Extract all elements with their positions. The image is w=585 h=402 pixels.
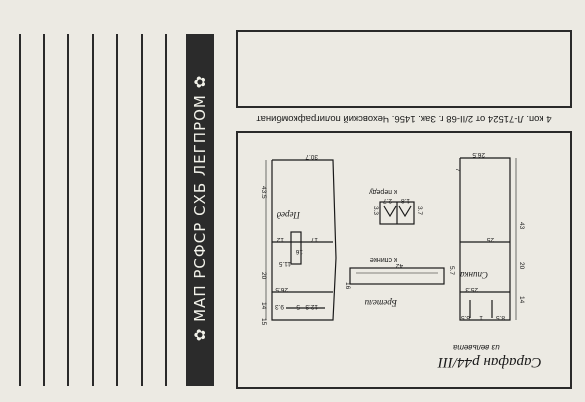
dim-front-g: 12.3 bbox=[305, 303, 318, 310]
dim-facing-d: 1.8 bbox=[401, 197, 410, 204]
dim-back-i: 1 bbox=[479, 314, 483, 321]
dim-back-f: 14 bbox=[518, 296, 525, 304]
dim-strap-width: 5.7 bbox=[448, 266, 455, 275]
ruled-line bbox=[116, 34, 118, 386]
to-back-label: к спинке bbox=[370, 256, 397, 263]
dim-front-top: 30.7 bbox=[305, 153, 318, 160]
back-piece-outline bbox=[459, 157, 511, 321]
front-label: Перед bbox=[276, 210, 301, 220]
dim-strap-length: 42 bbox=[395, 262, 403, 269]
strap-piece bbox=[349, 267, 445, 285]
ruled-line bbox=[67, 34, 69, 386]
dim-back-top: 26.5 bbox=[472, 151, 485, 158]
ruled-line bbox=[141, 34, 143, 386]
dim-back-e: 25.3 bbox=[465, 286, 478, 293]
dim-front-i: 9.3 bbox=[275, 303, 284, 310]
back-label: Спинка bbox=[460, 270, 488, 280]
to-front-label: к переду bbox=[369, 188, 397, 195]
dim-back-d: 20 bbox=[518, 262, 525, 270]
publisher-band bbox=[186, 34, 214, 386]
dim-front-j: 14 bbox=[260, 302, 267, 310]
dim-facing-b: 3.3 bbox=[372, 206, 379, 215]
dim-back-b: 43 bbox=[518, 222, 525, 230]
dim-front-e: 26.5 bbox=[275, 286, 288, 293]
dim-front-d: 11.5 bbox=[278, 260, 291, 267]
dim-back-c: 25 bbox=[486, 236, 494, 243]
dim-strap-height: 16 bbox=[344, 282, 351, 290]
dim-front-k: 15 bbox=[260, 318, 267, 326]
ruled-line bbox=[19, 34, 21, 386]
dim-front-h: 5 bbox=[296, 303, 300, 310]
dim-back-g: 8.5 bbox=[496, 314, 505, 321]
address-box bbox=[236, 30, 572, 108]
dim-front-side: 43.5 bbox=[260, 186, 267, 199]
dim-front-b: 12 bbox=[276, 236, 284, 243]
pattern-box bbox=[236, 131, 572, 389]
ruled-line bbox=[43, 34, 45, 386]
dim-back-a: 7 bbox=[454, 168, 461, 172]
ruled-line bbox=[92, 34, 94, 386]
dim-facing-a: 2.7 bbox=[383, 197, 392, 204]
dim-back-h: 6.5 bbox=[461, 314, 470, 321]
dim-front-c: 16 bbox=[295, 248, 303, 255]
ruled-line bbox=[165, 34, 167, 386]
dim-front-f: 20 bbox=[260, 272, 267, 280]
dim-front-a: 17 bbox=[310, 236, 318, 243]
front-piece-outline bbox=[271, 159, 337, 321]
dim-facing-c: 3.7 bbox=[416, 206, 423, 215]
straps-label: Бретели bbox=[364, 298, 398, 308]
